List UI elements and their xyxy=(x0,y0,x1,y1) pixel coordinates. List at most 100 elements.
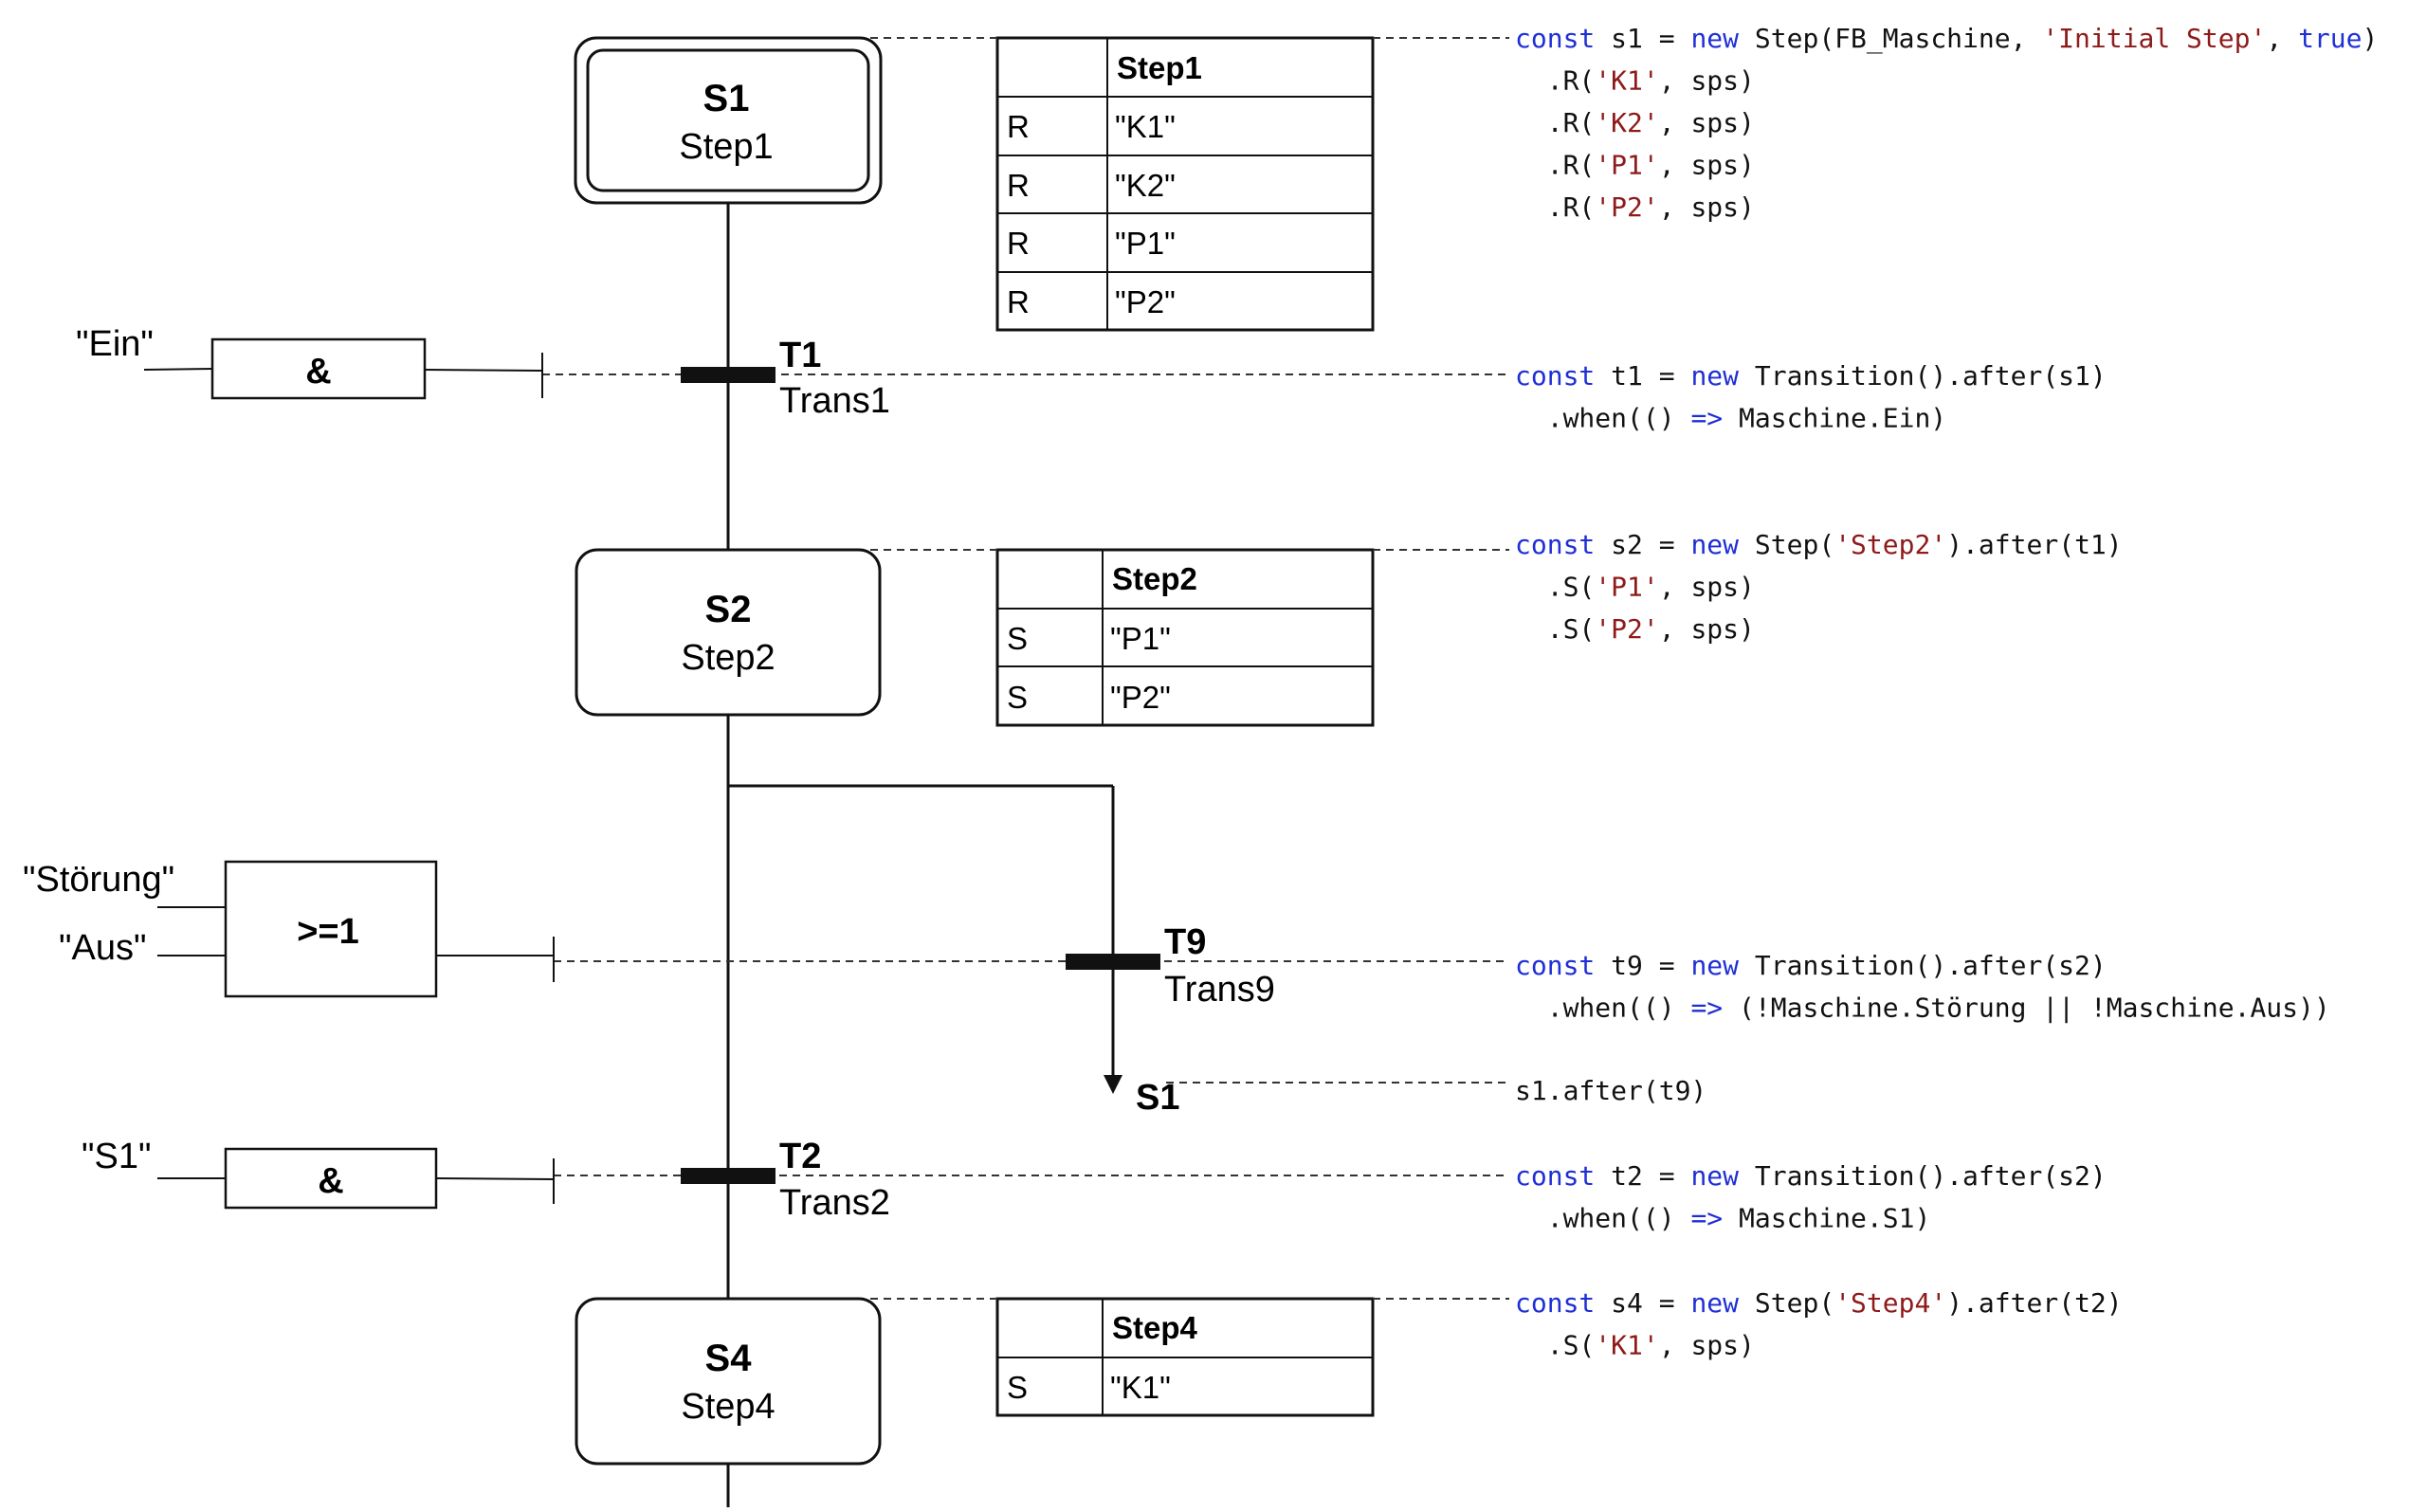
code-token: => xyxy=(1690,403,1723,434)
transition-t1[interactable]: T1 Trans1 xyxy=(542,336,1509,421)
code-token: new xyxy=(1690,23,1739,54)
code-token: Transition().after(s2) xyxy=(1739,950,2107,981)
step-s4[interactable]: S4 Step4 xyxy=(575,1297,882,1466)
code-token: .when(() xyxy=(1515,403,1690,434)
code-token: 'K2' xyxy=(1595,107,1658,138)
step-s1-name: S1 xyxy=(703,78,750,119)
code-token: 'P1' xyxy=(1595,572,1658,603)
code-t1: const t1 = new Transition().after(s1) .w… xyxy=(1515,360,2107,434)
code-token: 'Initial Step' xyxy=(2042,23,2266,54)
action-table-step4-title: Step4 xyxy=(1112,1310,1198,1345)
code-token: const xyxy=(1515,1287,1595,1319)
transition-t2-name: T2 xyxy=(779,1137,821,1176)
code-token: .R( xyxy=(1515,150,1595,181)
step-s4-label: Step4 xyxy=(681,1387,775,1427)
code-token: const xyxy=(1515,950,1595,981)
code-token: , xyxy=(2266,23,2298,54)
step-s2-name: S2 xyxy=(705,589,752,630)
code-t9: const t9 = new Transition().after(s2) .w… xyxy=(1515,950,2330,1024)
transition-t2[interactable]: T2 Trans2 xyxy=(554,1137,1509,1223)
code-token: Transition().after(s2) xyxy=(1739,1160,2107,1192)
code-token: .S( xyxy=(1515,572,1595,603)
code-token: const xyxy=(1515,1160,1595,1192)
code-s2: const s2 = new Step('Step2').after(t1) .… xyxy=(1515,529,2123,645)
code-token: t2 = xyxy=(1595,1160,1690,1192)
transition-t2-label: Trans2 xyxy=(779,1183,890,1223)
code-token: (!Maschine.Störung || !Maschine.Aus)) xyxy=(1723,993,2330,1024)
action-qualifier: R xyxy=(1007,226,1030,261)
code-token: 'P2' xyxy=(1595,613,1658,645)
code-token: t1 = xyxy=(1595,360,1690,392)
action-name: "K1" xyxy=(1110,1370,1171,1405)
code-token: .when(() xyxy=(1515,993,1690,1024)
action-table-step1-title: Step1 xyxy=(1117,50,1202,85)
code-s1: const s1 = new Step(FB_Maschine, 'Initia… xyxy=(1515,23,2378,223)
code-token: 'K1' xyxy=(1595,65,1658,97)
code-token: .S( xyxy=(1515,1330,1595,1361)
code-token: Maschine.Ein) xyxy=(1723,403,1946,434)
action-table-step4: Step4 S "K1" xyxy=(995,1297,1375,1417)
gate-t2: & "S1" xyxy=(82,1137,555,1210)
step-s2[interactable]: S2 Step2 xyxy=(575,548,882,717)
code-token: new xyxy=(1690,360,1739,392)
code-token: true xyxy=(2298,23,2362,54)
code-token: Maschine.S1) xyxy=(1723,1203,1930,1234)
branch-t9 xyxy=(728,784,1122,1094)
action-table-step1: Step1 R "K1" R "K2" R "P1" R "P2" xyxy=(995,36,1375,332)
action-qualifier: R xyxy=(1007,284,1030,319)
code-token: 'K1' xyxy=(1595,1330,1658,1361)
gate-t1-input-ein: "Ein" xyxy=(76,324,154,364)
code-token: 'Step4' xyxy=(1834,1287,1946,1319)
code-s4: const s4 = new Step('Step4').after(t2) .… xyxy=(1515,1287,2123,1361)
code-token: .R( xyxy=(1515,65,1595,97)
code-token: , sps) xyxy=(1659,613,1755,645)
jump-arrowhead xyxy=(1104,1075,1122,1094)
code-token: new xyxy=(1690,950,1739,981)
code-token: , sps) xyxy=(1659,107,1755,138)
action-name: "P2" xyxy=(1110,680,1171,715)
jump-to-s1[interactable]: S1 xyxy=(1136,1078,1509,1118)
code-token: .S( xyxy=(1515,613,1595,645)
transition-t9[interactable]: T9 Trans9 xyxy=(554,922,1509,1010)
action-qualifier: S xyxy=(1007,1370,1028,1405)
action-qualifier: S xyxy=(1007,621,1028,656)
step-s4-name: S4 xyxy=(705,1338,753,1379)
code-token: , sps) xyxy=(1659,150,1755,181)
gate-t9-box xyxy=(224,860,438,998)
action-qualifier: R xyxy=(1007,109,1030,144)
code-token: .R( xyxy=(1515,107,1595,138)
jump-target-label: S1 xyxy=(1136,1078,1179,1118)
code-token: 'P2' xyxy=(1595,191,1658,223)
code-token: , sps) xyxy=(1659,65,1755,97)
gate-t2-box xyxy=(224,1147,438,1210)
action-table-step2-title: Step2 xyxy=(1112,561,1197,596)
code-token: const xyxy=(1515,23,1595,54)
code-token: .when(() xyxy=(1515,1203,1690,1234)
code-token: s1.after(t9) xyxy=(1515,1075,1706,1106)
code-token: s2 = xyxy=(1595,529,1690,560)
step-s1-inner-border xyxy=(586,48,870,192)
transition-t9-name: T9 xyxy=(1164,922,1206,962)
step-s4-box xyxy=(575,1297,882,1466)
code-token: => xyxy=(1690,1203,1723,1234)
code-token: => xyxy=(1690,993,1723,1024)
code-token: 'Step2' xyxy=(1834,529,1946,560)
action-qualifier: S xyxy=(1007,680,1028,715)
action-name: "K1" xyxy=(1115,109,1176,144)
code-token: s4 = xyxy=(1595,1287,1690,1319)
gate-t9-operator: >=1 xyxy=(297,912,359,952)
gate-t9: >=1 "Störung" "Aus" xyxy=(23,860,555,998)
code-token: const xyxy=(1515,529,1595,560)
code-token: Step(FB_Maschine, xyxy=(1739,23,2042,55)
step-s1[interactable]: S1 Step1 xyxy=(574,36,883,205)
code-token: ).after(t2) xyxy=(1946,1287,2122,1319)
code-token: , sps) xyxy=(1659,191,1755,223)
transition-t1-name: T1 xyxy=(779,336,821,375)
transition-t9-bar xyxy=(1066,954,1160,970)
gate-t1: & "Ein" xyxy=(76,324,543,400)
action-name: "P2" xyxy=(1115,284,1176,319)
code-token: 'P1' xyxy=(1595,150,1658,181)
gate-t2-input-s1: "S1" xyxy=(82,1137,151,1176)
action-table-step2: Step2 S "P1" S "P2" xyxy=(995,548,1375,727)
